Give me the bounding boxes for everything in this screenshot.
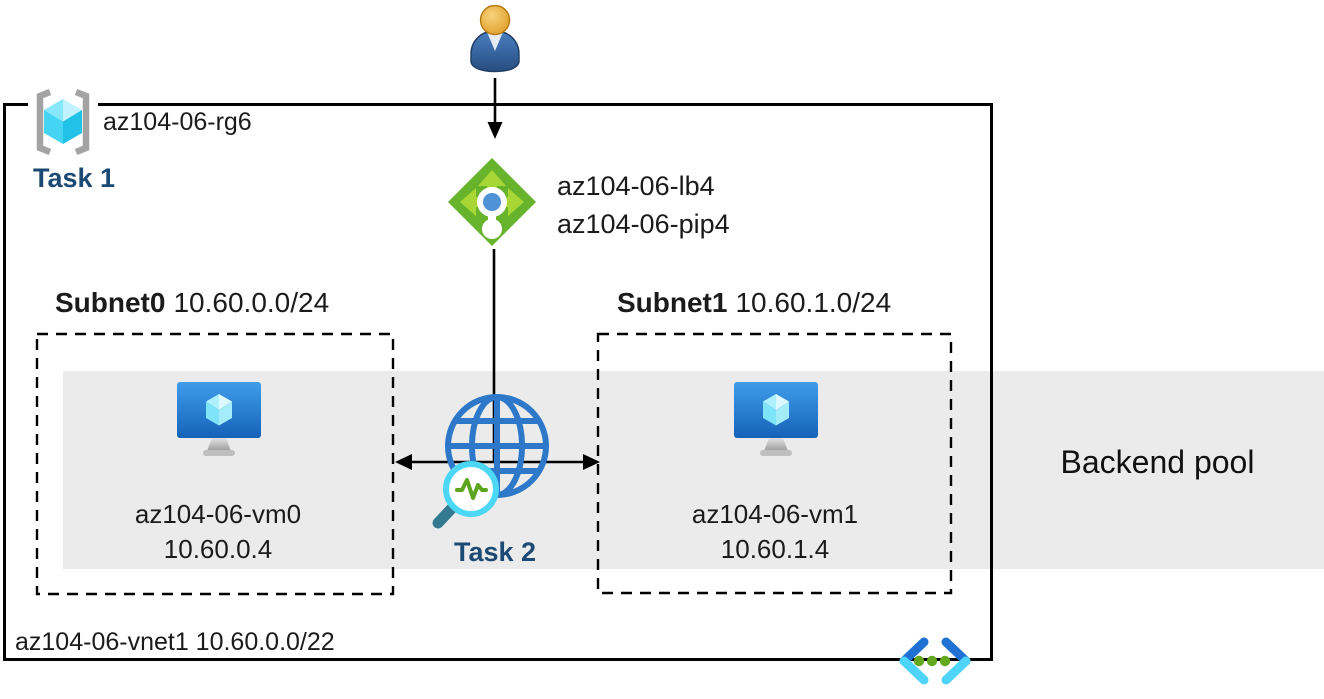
right-arrowhead xyxy=(583,454,600,470)
resource-group-border xyxy=(3,103,993,661)
user-icon xyxy=(470,5,520,73)
lb-blue-dot xyxy=(483,193,501,211)
vm-base xyxy=(203,450,235,456)
user-collar xyxy=(487,32,503,51)
vm-stand xyxy=(764,438,788,451)
globe-magnifier-probe-icon xyxy=(432,394,549,529)
resource-group-name: az104-06-rg6 xyxy=(103,108,252,136)
vm-monitor-cube-icon xyxy=(734,382,818,456)
lb-stem xyxy=(488,208,496,228)
subnet0-name: Subnet0 xyxy=(55,287,166,318)
vm0-name: az104-06-vm0 xyxy=(134,499,302,529)
vm-cube-glyph xyxy=(763,394,789,426)
vnet-left-upper xyxy=(899,637,929,666)
vm1-name: az104-06-vm1 xyxy=(691,499,859,529)
vm1-label: az104-06-vm1 10.60.1.4 xyxy=(655,497,895,567)
public-ip-name: az104-06-pip4 xyxy=(557,209,730,239)
cube-glyph xyxy=(44,99,82,144)
subnet1-cidr: 10.60.1.0/24 xyxy=(735,287,892,318)
subnet1-name: Subnet1 xyxy=(617,287,728,318)
user-head xyxy=(479,5,511,36)
vnet-left-lower xyxy=(899,656,929,685)
task2-label: Task 2 xyxy=(453,537,537,567)
vm-base xyxy=(760,450,792,456)
vnet-angle-brackets-icon xyxy=(899,637,971,685)
subnet0-cidr: 10.60.0.0/24 xyxy=(173,287,330,318)
backend-pool-label: Backend pool xyxy=(1060,444,1255,480)
vm0-ip: 10.60.0.4 xyxy=(163,534,273,564)
vnet-dots xyxy=(913,655,951,667)
vnet-right-upper xyxy=(941,637,971,666)
magnifier-handle xyxy=(432,501,459,529)
load-balancer-diamond-icon xyxy=(448,158,536,246)
left-arrowhead xyxy=(395,454,412,470)
vnet-right-lower xyxy=(941,656,971,685)
user-body xyxy=(470,30,520,73)
lb-lower-circle xyxy=(482,219,502,239)
vm-stand xyxy=(207,438,231,451)
vnet-label: az104-06-vnet1 10.60.0.0/22 xyxy=(15,628,335,656)
backend-pool-band xyxy=(63,371,1324,569)
left-bracket xyxy=(36,88,52,156)
pulse-line xyxy=(455,478,488,500)
right-bracket xyxy=(74,88,90,156)
subnet1-dashed-box xyxy=(596,332,953,595)
load-balancer-name: az104-06-lb4 xyxy=(557,171,715,201)
vm-monitor-cube-icon xyxy=(177,382,261,456)
vm1-ip: 10.60.1.4 xyxy=(720,534,830,564)
vm-cube-glyph xyxy=(206,394,232,426)
user-arrowhead xyxy=(487,122,503,139)
vm0-label: az104-06-vm0 10.60.0.4 xyxy=(98,497,338,567)
subnet0-dashed-box xyxy=(35,332,395,596)
task1-label: Task 1 xyxy=(33,163,116,193)
load-balancer-labels: az104-06-lb4 az104-06-pip4 xyxy=(557,167,730,243)
resource-group-brackets-cube-icon xyxy=(28,88,98,156)
